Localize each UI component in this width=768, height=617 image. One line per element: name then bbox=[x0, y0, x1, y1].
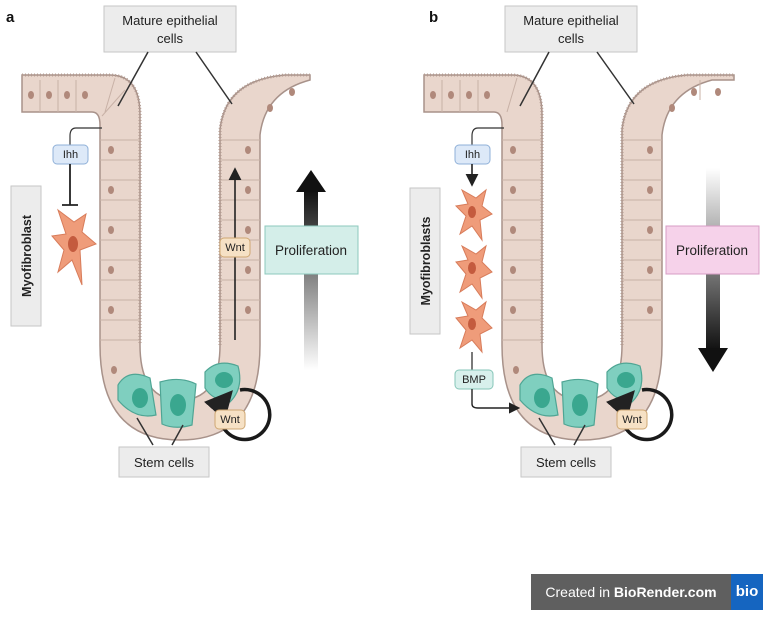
wnt-box-lower-a bbox=[214, 409, 246, 430]
panel-letter-b: b bbox=[429, 9, 438, 26]
proliferation-up-shaft bbox=[304, 190, 318, 370]
proliferation-down-head bbox=[698, 348, 728, 372]
badge-brand: BioRender.com bbox=[613, 584, 717, 600]
ihh-label-b: Ihh bbox=[465, 149, 480, 161]
stem-cells-box-b bbox=[520, 446, 612, 478]
biorender-badge[interactable]: Created in BioRender.com bio bbox=[531, 574, 763, 610]
biorender-logo-icon: bio bbox=[731, 574, 763, 610]
badge-prefix: Created in bbox=[545, 584, 614, 600]
bmp-label-b: BMP bbox=[462, 374, 486, 386]
mature-cells-label-a: Mature epithelial cells bbox=[103, 5, 237, 53]
proliferation-label-b: Proliferation bbox=[676, 243, 748, 258]
ihh-label-a: Ihh bbox=[63, 149, 78, 161]
label-connector-a bbox=[117, 51, 233, 107]
myofibroblast-cells-b bbox=[454, 188, 493, 354]
myofibroblasts-label-b: Myofibroblasts bbox=[419, 217, 433, 306]
stem-cells-b bbox=[519, 362, 643, 428]
myofibroblasts-label-box-b bbox=[409, 187, 441, 335]
proliferation-up-head bbox=[296, 170, 326, 192]
crypt-epithelium-a bbox=[21, 73, 311, 441]
wnt-box-upper-a bbox=[219, 237, 251, 258]
mature-label-a-line1: Mature epithelial bbox=[122, 13, 217, 28]
proliferation-down-box bbox=[665, 225, 760, 275]
wnt-label-lower-b: Wnt bbox=[622, 414, 642, 426]
stem-connector-a bbox=[136, 417, 184, 446]
panel-letter-a: a bbox=[6, 9, 15, 26]
mature-cells-label-b: Mature epithelial cells bbox=[504, 5, 638, 53]
bmp-box-b bbox=[454, 369, 494, 390]
bmp-arrow-b bbox=[471, 389, 521, 414]
mature-label-a-line2: cells bbox=[157, 31, 184, 46]
stem-cells-label-a: Stem cells bbox=[134, 455, 194, 470]
wnt-box-lower-b bbox=[616, 409, 648, 430]
panel-b: b Mature epithelial cells bbox=[409, 5, 760, 478]
myofibroblast-cell-a bbox=[51, 208, 97, 286]
wnt-label-upper-a: Wnt bbox=[225, 242, 245, 254]
myofibroblast-label-a: Myofibroblast bbox=[20, 214, 34, 297]
biorender-badge-text: Created in BioRender.com bbox=[531, 574, 731, 610]
mature-label-b-line1: Mature epithelial bbox=[523, 13, 618, 28]
inhibition-arrow-a bbox=[62, 164, 78, 206]
ihh-connector-a bbox=[69, 127, 102, 145]
stem-connector-b bbox=[538, 417, 586, 446]
label-connector-b bbox=[519, 51, 635, 107]
panel-a: a Mature e bbox=[6, 5, 359, 478]
wnt-label-lower-a: Wnt bbox=[220, 414, 240, 426]
proliferation-label-a: Proliferation bbox=[275, 243, 347, 258]
stem-cells-box-a bbox=[118, 446, 210, 478]
stem-cells-label-b: Stem cells bbox=[536, 455, 596, 470]
proliferation-up-box bbox=[264, 225, 359, 275]
stem-cells-a bbox=[117, 362, 241, 428]
ihh-connector-b bbox=[471, 127, 504, 145]
myofibroblast-label-box-a bbox=[10, 185, 42, 327]
mature-label-b-line2: cells bbox=[558, 31, 585, 46]
